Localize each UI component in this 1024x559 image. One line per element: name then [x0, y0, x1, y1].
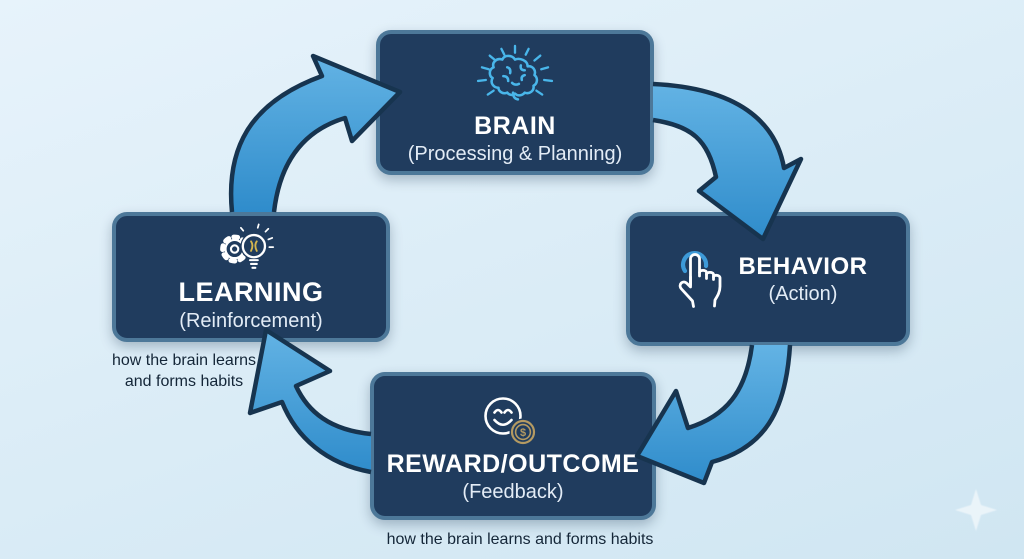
node-behavior-subtitle: (Action) [768, 282, 838, 305]
sparkle-icon [955, 489, 997, 531]
node-reward: $ REWARD/OUTCOME (Feedback) [370, 372, 656, 520]
learning-caption-line1: how the brain learns [111, 352, 257, 369]
node-behavior-title: BEHAVIOR [738, 252, 868, 280]
smiley-coin-icon: $ [484, 397, 537, 446]
brain-icon [476, 44, 554, 101]
gear-lightbulb-icon [220, 223, 275, 269]
coin-dollar-symbol: $ [520, 427, 526, 439]
node-reward-title: REWARD/OUTCOME [386, 450, 640, 478]
node-brain-subtitle: (Processing & Planning) [407, 142, 623, 165]
node-learning-subtitle: (Reinforcement) [179, 310, 323, 332]
node-reward-subtitle: (Feedback) [462, 481, 564, 503]
bottom-caption: how the brain learns and forms habits [386, 531, 654, 548]
node-behavior: BEHAVIOR (Action) [626, 212, 910, 346]
node-brain-title: BRAIN [474, 111, 556, 140]
tap-hand-icon [678, 251, 721, 308]
node-brain: BRAIN (Processing & Planning) [376, 30, 654, 175]
node-learning-title: LEARNING [178, 277, 324, 307]
learning-caption: how the brain learns and forms habits [88, 350, 280, 392]
learning-caption-line2: and forms habits [124, 373, 244, 390]
arrow-behavior-to-reward [634, 344, 793, 486]
arrow-learning-to-brain [228, 53, 403, 213]
node-learning: LEARNING (Reinforcement) [112, 212, 390, 342]
